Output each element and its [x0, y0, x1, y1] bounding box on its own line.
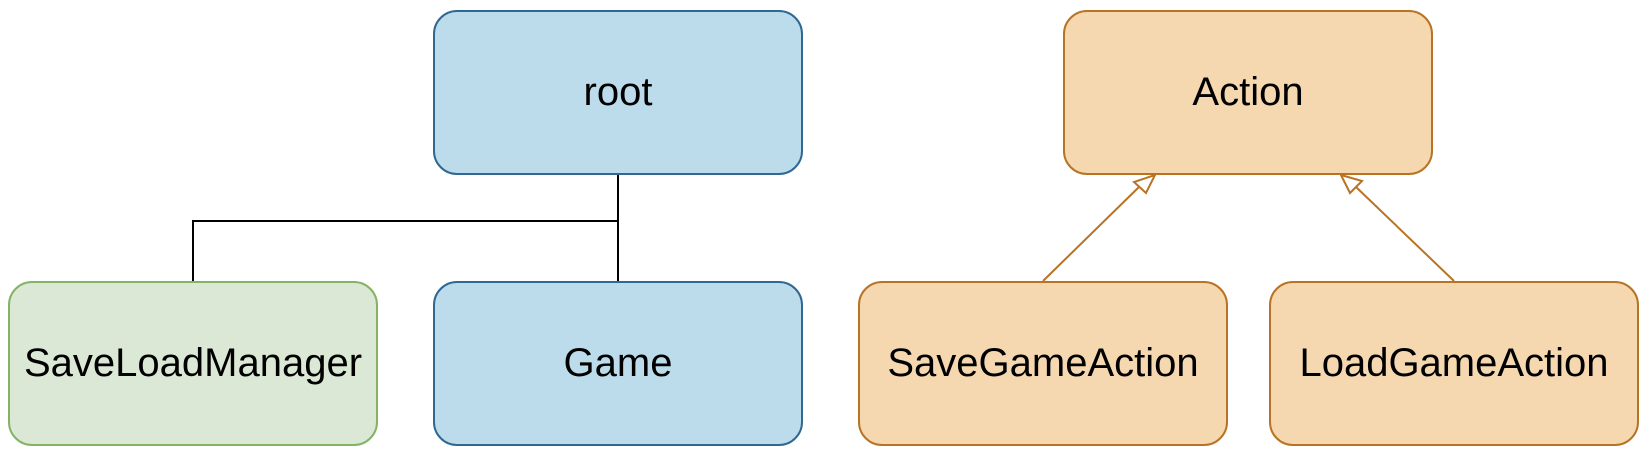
edge-loadgameaction-to-action: [1339, 173, 1455, 282]
node-loadgameaction[interactable]: LoadGameAction: [1269, 281, 1639, 446]
node-saveloadmanager[interactable]: SaveLoadManager: [8, 281, 378, 446]
node-loadgameaction-label: LoadGameAction: [1299, 341, 1609, 385]
node-savegameaction[interactable]: SaveGameAction: [858, 281, 1228, 446]
node-root[interactable]: root: [433, 10, 803, 175]
node-root-label: root: [583, 70, 653, 114]
node-game[interactable]: Game: [433, 281, 803, 446]
edge-savegameaction-to-action: [1042, 173, 1157, 282]
node-action-label: Action: [1192, 70, 1304, 114]
edge-root-to-savaloadmanager: [192, 175, 619, 281]
node-action[interactable]: Action: [1063, 10, 1433, 175]
node-savegameaction-label: SaveGameAction: [887, 341, 1199, 385]
node-game-label: Game: [563, 341, 673, 385]
inheritance-arrowhead-icon: [1339, 173, 1364, 195]
node-saveloadmanager-label: SaveLoadManager: [23, 341, 363, 385]
inheritance-arrowhead-icon: [1132, 173, 1157, 195]
